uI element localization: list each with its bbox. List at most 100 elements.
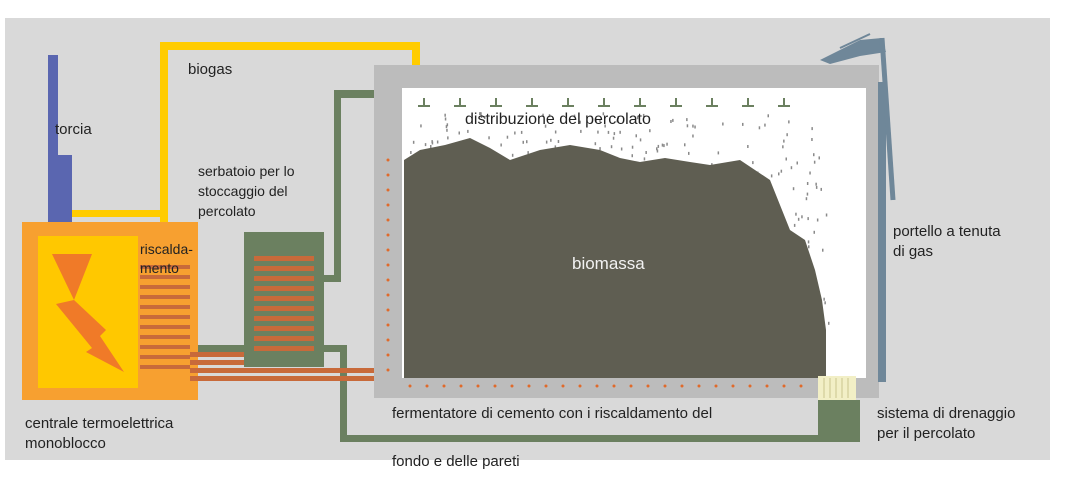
percolate-drop: [506, 135, 509, 139]
percolate-drop: [805, 197, 808, 201]
heating-dot: [493, 384, 497, 388]
percolate-drop: [672, 118, 674, 122]
percolate-drop: [758, 126, 761, 130]
percolate-drop: [778, 172, 780, 176]
percolate-drop: [616, 119, 618, 123]
heating-dot: [386, 263, 390, 267]
heating-dot: [799, 384, 803, 388]
heating-dot: [386, 203, 390, 207]
heating-dot: [459, 384, 463, 388]
percolate-drop: [484, 116, 486, 119]
percolate-drop: [770, 174, 773, 178]
percolate-drop: [580, 129, 582, 133]
heating-dot: [386, 368, 390, 372]
percolate-drop: [809, 171, 811, 175]
percolate-drop: [447, 136, 449, 140]
percolate-drop: [807, 240, 810, 244]
percolate-drop: [801, 215, 803, 219]
percolate-drop: [424, 143, 427, 147]
percolate-drop: [436, 140, 439, 144]
percolate-drop: [688, 151, 690, 155]
heating-dot: [386, 353, 390, 357]
percolate-drop: [813, 230, 815, 234]
percolate-drop: [811, 127, 813, 131]
heating-dots: [386, 158, 803, 388]
percolate-drop: [520, 130, 523, 134]
percolate-drop: [446, 128, 448, 132]
percolate-drop: [500, 143, 502, 147]
percolate-drop: [412, 140, 415, 144]
label-plant-2: monoblocco: [25, 435, 106, 452]
percolate-drop: [554, 130, 557, 134]
percolate-drop: [636, 116, 639, 120]
percolate-drop: [446, 123, 449, 127]
percolate-drop: [783, 139, 785, 143]
percolate-drop: [816, 218, 819, 222]
heating-dot: [425, 384, 429, 388]
percolate-drop: [813, 153, 815, 157]
percolate-drop: [613, 132, 616, 136]
percolate-drop: [444, 113, 446, 117]
lightning-icon: [52, 254, 124, 372]
label-fermenter: fermentatore di cemento con i riscaldame…: [392, 405, 713, 422]
heating-dot: [386, 248, 390, 252]
percolate-drop: [612, 136, 615, 140]
heating-dot: [408, 384, 412, 388]
heating-dot: [595, 384, 599, 388]
percolate-drop: [780, 169, 783, 173]
heating-dot: [765, 384, 769, 388]
drainage: [818, 376, 860, 442]
percolate-drop: [573, 114, 576, 118]
label-heating-1: riscalda-: [140, 241, 193, 257]
percolate-drop: [684, 143, 686, 147]
percolate-drop: [785, 157, 787, 161]
label-tank-3: percolato: [198, 203, 256, 219]
percolate-drop: [557, 140, 560, 143]
power-plant: [22, 222, 198, 400]
heating-dot: [476, 384, 480, 388]
percolate-drop: [828, 321, 830, 325]
percolate-drop: [480, 112, 482, 116]
percolate-drop: [790, 166, 793, 170]
percolate-drop: [599, 147, 601, 151]
percolate-drop: [631, 145, 634, 149]
label-fermenter-cont: fondo e delle pareti: [392, 453, 520, 470]
heating-dot: [386, 323, 390, 327]
percolate-drop: [670, 120, 672, 123]
percolate-drop: [597, 130, 599, 134]
percolate-drop: [806, 182, 809, 185]
percolate-drop: [811, 138, 813, 141]
percolate-drop: [722, 122, 724, 126]
biomass-mass: [404, 138, 826, 378]
heating-dot: [578, 384, 582, 388]
percolate-drop: [444, 117, 447, 121]
percolate-drop: [767, 114, 769, 118]
heating-coil-plant: [140, 265, 190, 369]
percolate-drop: [694, 125, 696, 129]
percolate-drop: [522, 140, 524, 144]
heating-dot: [680, 384, 684, 388]
percolate-drop: [717, 151, 720, 155]
label-heating-2: mento: [140, 260, 179, 276]
percolate-drop: [602, 112, 605, 116]
heating-dot: [697, 384, 701, 388]
percolate-drop: [511, 153, 514, 157]
percolate-drop: [752, 161, 754, 165]
label-plant-1: centrale termoelettrica: [25, 415, 174, 432]
percolate-drop: [610, 145, 613, 149]
percolate-drop: [642, 113, 645, 117]
heating-dot: [510, 384, 514, 388]
percolate-drop: [594, 142, 597, 146]
percolate-drop: [764, 123, 766, 127]
percolate-drop: [742, 122, 744, 126]
percolate-drop: [527, 151, 529, 155]
percolate-drop: [619, 130, 621, 134]
percolate-drop: [797, 217, 800, 221]
heating-dot: [386, 338, 390, 342]
percolate-drop: [445, 125, 448, 129]
percolate-drop: [604, 124, 606, 128]
heating-dot: [714, 384, 718, 388]
percolate-drop: [788, 120, 790, 124]
